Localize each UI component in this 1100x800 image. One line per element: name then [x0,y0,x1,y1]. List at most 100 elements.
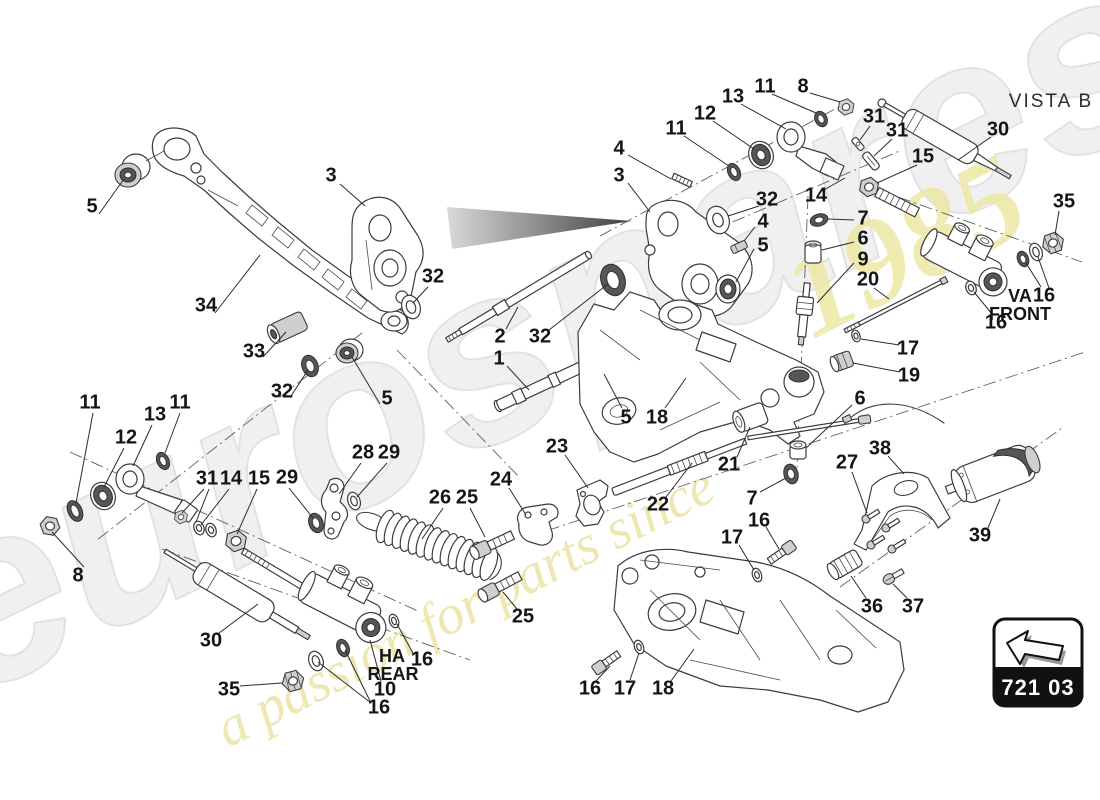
callout-leader-10 [369,639,382,682]
callout-leader-32 [548,283,609,331]
section-code-badge: 721 03 [992,617,1084,708]
callout-leader-5 [603,373,623,409]
callout-29: 29 [276,466,298,488]
callout-16: 16 [411,648,433,670]
callout-leader-34 [214,254,261,314]
callout-leader-18 [670,648,695,682]
callout-25: 25 [456,486,478,508]
callout-2: 2 [494,325,505,347]
callout-leader-25 [469,507,486,538]
label-ha: HA [379,646,405,666]
callout-13: 13 [144,403,166,425]
label-vista-b: VISTA B [1009,91,1093,112]
label-rear: REAR [367,664,418,684]
callout-32: 32 [271,380,293,402]
callout-leader-4 [743,226,756,242]
callout-leader-21 [736,426,751,458]
callout-16: 16 [748,509,770,531]
callout-22: 22 [647,493,669,515]
callout-leader-12 [103,447,125,488]
callout-leader-15 [876,164,918,184]
knuckle-center-part [644,172,753,318]
callout-39: 39 [969,524,991,546]
front-cylinder-part [843,186,1064,334]
callout-12: 12 [694,102,716,124]
callout-16: 16 [368,696,390,718]
callout-5: 5 [620,406,631,428]
callout-12: 12 [115,426,137,448]
callout-35: 35 [1053,190,1075,212]
callout-29: 29 [378,441,400,463]
callout-leader-31 [195,488,210,523]
callout-leader-16 [344,649,372,704]
callout-11: 11 [79,391,100,413]
callout-16: 16 [579,677,601,699]
callout-11: 11 [754,75,775,97]
callout-leader-16 [1037,256,1050,289]
callout-5: 5 [757,234,768,256]
callout-16: 16 [985,311,1007,333]
label-va: VA [1008,286,1032,306]
callout-leader-23 [564,454,589,489]
long-rod-part [611,414,872,496]
callout-leader-7 [827,218,855,221]
callout-leader-11 [164,412,181,454]
callout-leader-32 [290,369,309,397]
callout-leader-33 [262,331,287,358]
callout-20: 20 [857,268,879,290]
label-front: FRONT [989,304,1051,324]
callout-1: 1 [493,347,504,369]
callout-36: 36 [861,595,883,617]
callout-leader-11 [75,412,94,504]
rod-end-chain-left [39,451,362,553]
callout-leader-27 [851,471,868,514]
rear-cylinder-part [281,564,400,693]
callout-35: 35 [218,678,240,700]
callout-32: 32 [529,325,551,347]
callout-13: 13 [722,85,744,107]
callout-8: 8 [797,75,808,97]
section-code: 721 03 [1001,675,1074,700]
callout-leader-30 [957,136,992,161]
callout-6: 6 [857,227,868,249]
callout-leader-11 [771,93,817,114]
bolts-27 [861,508,907,554]
callout-leader-16 [765,526,780,550]
callout-leader-29 [356,462,388,498]
arrow-icon [1006,630,1066,668]
callout-leader-16 [317,661,372,704]
callout-leader-9 [816,262,855,304]
callout-leader-20 [873,287,890,300]
callout-31: 31 [863,105,885,127]
callout-38: 38 [869,437,891,459]
callout-leader-8 [51,531,85,568]
clevis-part [516,503,559,546]
callout-leader-25 [502,591,518,610]
callout-leader-17 [860,338,900,346]
callout-37: 37 [902,595,924,617]
callout-4: 4 [613,137,625,159]
callout-19: 19 [898,364,920,386]
callout-leader-16 [1025,262,1042,288]
callout-leader-14 [200,488,230,526]
callout-30: 30 [200,629,222,651]
callout-17: 17 [721,526,743,548]
callout-leader-17 [738,544,755,571]
callout-leader-8 [809,92,841,103]
callout-leader-16 [396,623,415,656]
callout-leader-16 [595,665,611,682]
callout-leader-15 [236,488,258,535]
callout-leader-31 [873,138,893,157]
callout-leader-12 [712,120,755,150]
callout-10: 10 [374,678,396,700]
callout-leader-30 [218,603,259,634]
callout-leader-22 [665,462,693,498]
callout-leader-5 [735,248,755,283]
callout-8: 8 [72,564,83,586]
callout-31: 31 [886,119,908,141]
callout-leader-3 [339,183,366,207]
knuckle-left-part [349,196,424,313]
damper-front-part [877,98,1012,180]
callout-leader-4 [627,154,672,180]
callout-5: 5 [86,195,97,217]
